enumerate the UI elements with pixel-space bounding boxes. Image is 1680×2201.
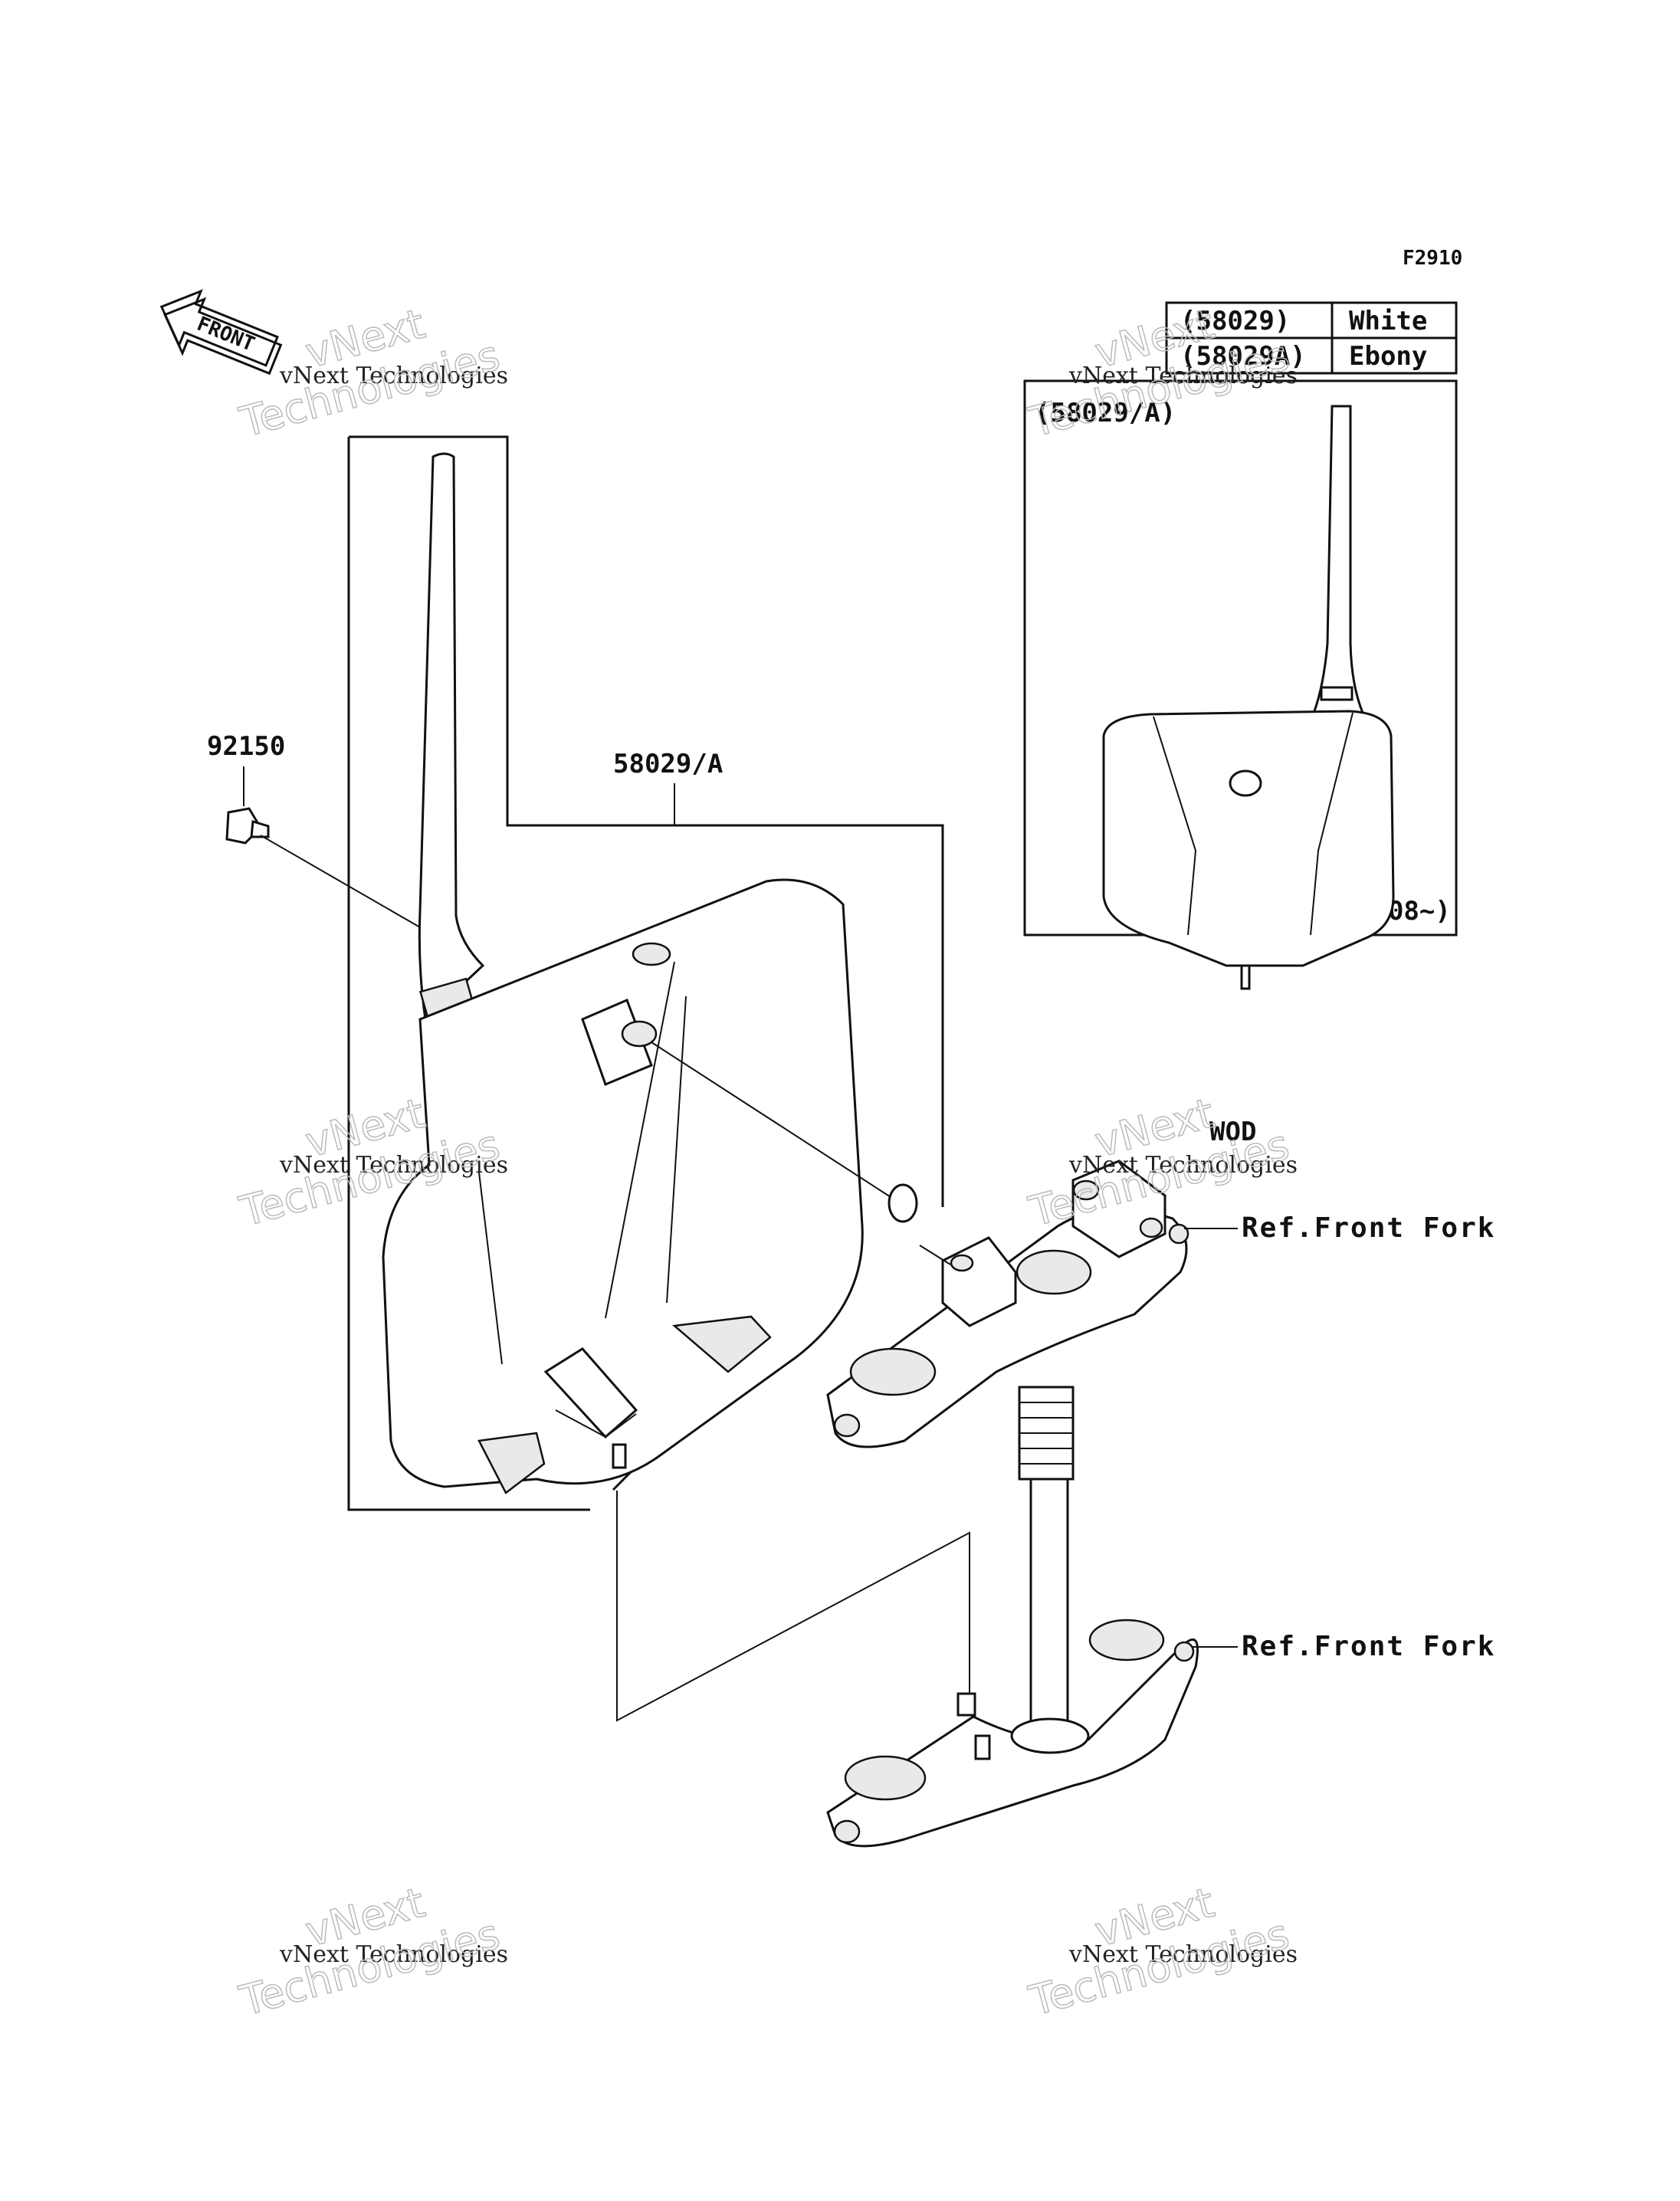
- main-number-plate: [382, 452, 864, 1494]
- watermark-text: vNext Technologies: [279, 362, 508, 389]
- inset-box: (58029/A) ('08~): [1023, 379, 1458, 990]
- watermark-text: vNext Technologies: [279, 1152, 508, 1179]
- steering-stem: [1018, 1386, 1075, 1749]
- watermark-text: vNext Technologies: [279, 1941, 508, 1968]
- watermark-text: vNext Technologies: [1068, 362, 1298, 389]
- front-arrow-icon: FRONT: [159, 289, 283, 376]
- watermark-text: vNext Technologies: [1068, 1152, 1298, 1179]
- washer: [888, 1183, 918, 1223]
- color-table-part-1: (58029): [1180, 306, 1290, 336]
- callout-plate: 58029/A: [613, 749, 723, 779]
- watermark-text: vNext Technologies: [1068, 1941, 1298, 1968]
- callout-bolt: 92150: [207, 731, 285, 762]
- figure-code: F2910: [1403, 247, 1462, 270]
- color-table-color-1: White: [1349, 306, 1427, 336]
- color-table-color-2: Ebony: [1349, 341, 1427, 372]
- bolt-92150: [225, 807, 421, 928]
- ref-front-fork-upper: Ref.Front Fork: [1242, 1212, 1495, 1244]
- upper-triple-clamp: [826, 1160, 1189, 1448]
- collar-leader: [651, 1041, 891, 1198]
- inset-label: (58029/A): [1035, 398, 1176, 428]
- lower-triple-clamp: [826, 1619, 1199, 1848]
- assembly-leader: [616, 1491, 970, 1722]
- color-table-part-2: (58029A): [1180, 341, 1306, 372]
- marker-wod: WOD: [1209, 1117, 1256, 1147]
- collar: [581, 999, 658, 1086]
- color-table: (58029) White (58029A) Ebony: [1165, 301, 1458, 375]
- inset-number-plate: [1102, 405, 1395, 990]
- ref-front-fork-lower: Ref.Front Fork: [1242, 1631, 1495, 1662]
